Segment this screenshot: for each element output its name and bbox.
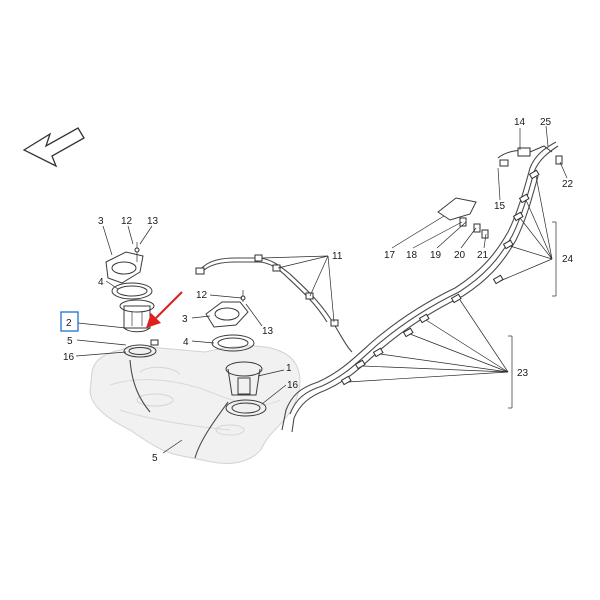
callout-13-left: 13 — [147, 216, 159, 227]
callout-16-left: 16 — [63, 352, 75, 363]
leader-lines — [75, 125, 568, 454]
callout-18: 18 — [406, 250, 418, 261]
callout-23: 23 — [517, 368, 529, 379]
callout-24: 24 — [562, 254, 574, 265]
callout-13-right: 13 — [262, 326, 274, 337]
callout-1: 1 — [286, 363, 292, 374]
callout-3-left: 3 — [98, 216, 104, 227]
callout-11: 11 — [332, 251, 343, 262]
callout-20: 20 — [454, 250, 466, 261]
bracket-24 — [552, 221, 557, 297]
callout-4-right: 4 — [183, 337, 189, 348]
main-pipe-bundle — [281, 141, 563, 433]
callout-5-bottom: 5 — [152, 453, 158, 464]
callout-21: 21 — [477, 250, 489, 261]
callout-4-left: 4 — [98, 277, 104, 288]
callout-3-right: 3 — [182, 314, 188, 325]
callout-12-left: 12 — [121, 216, 133, 227]
upper-pipe-harness — [195, 254, 353, 353]
callout-2: 2 — [66, 318, 72, 329]
callout-12-right: 12 — [196, 290, 208, 301]
callout-25: 25 — [540, 117, 552, 128]
callout-22: 22 — [562, 179, 574, 190]
callout-14: 14 — [514, 117, 526, 128]
direction-arrow-icon — [22, 127, 85, 168]
callout-19: 19 — [430, 250, 442, 261]
red-pointer-arrow-icon — [146, 291, 183, 328]
callout-16-right: 16 — [287, 380, 299, 391]
highlight-box — [60, 311, 79, 332]
callout-17: 17 — [384, 250, 396, 261]
callout-15: 15 — [494, 201, 506, 212]
callout-5-left: 5 — [67, 336, 73, 347]
fuel-tank — [89, 345, 301, 464]
bracket-23 — [508, 335, 513, 409]
callout-labels: 3 12 13 4 2 5 16 5 12 13 3 4 1 16 11 14 … — [63, 117, 574, 464]
right-pump-group — [194, 290, 267, 459]
